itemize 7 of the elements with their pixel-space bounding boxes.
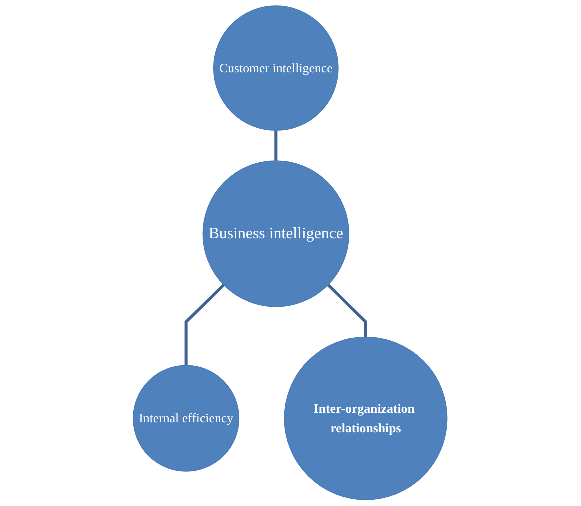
connector — [184, 284, 226, 366]
connector — [274, 130, 278, 161]
connector — [327, 284, 368, 338]
node-circle: Internal efficiency — [133, 365, 240, 472]
node-circle: Business intelligence — [202, 160, 350, 308]
node-circle: Inter-organization relationships — [284, 336, 448, 500]
node-circle: Customer intelligence — [214, 6, 339, 132]
